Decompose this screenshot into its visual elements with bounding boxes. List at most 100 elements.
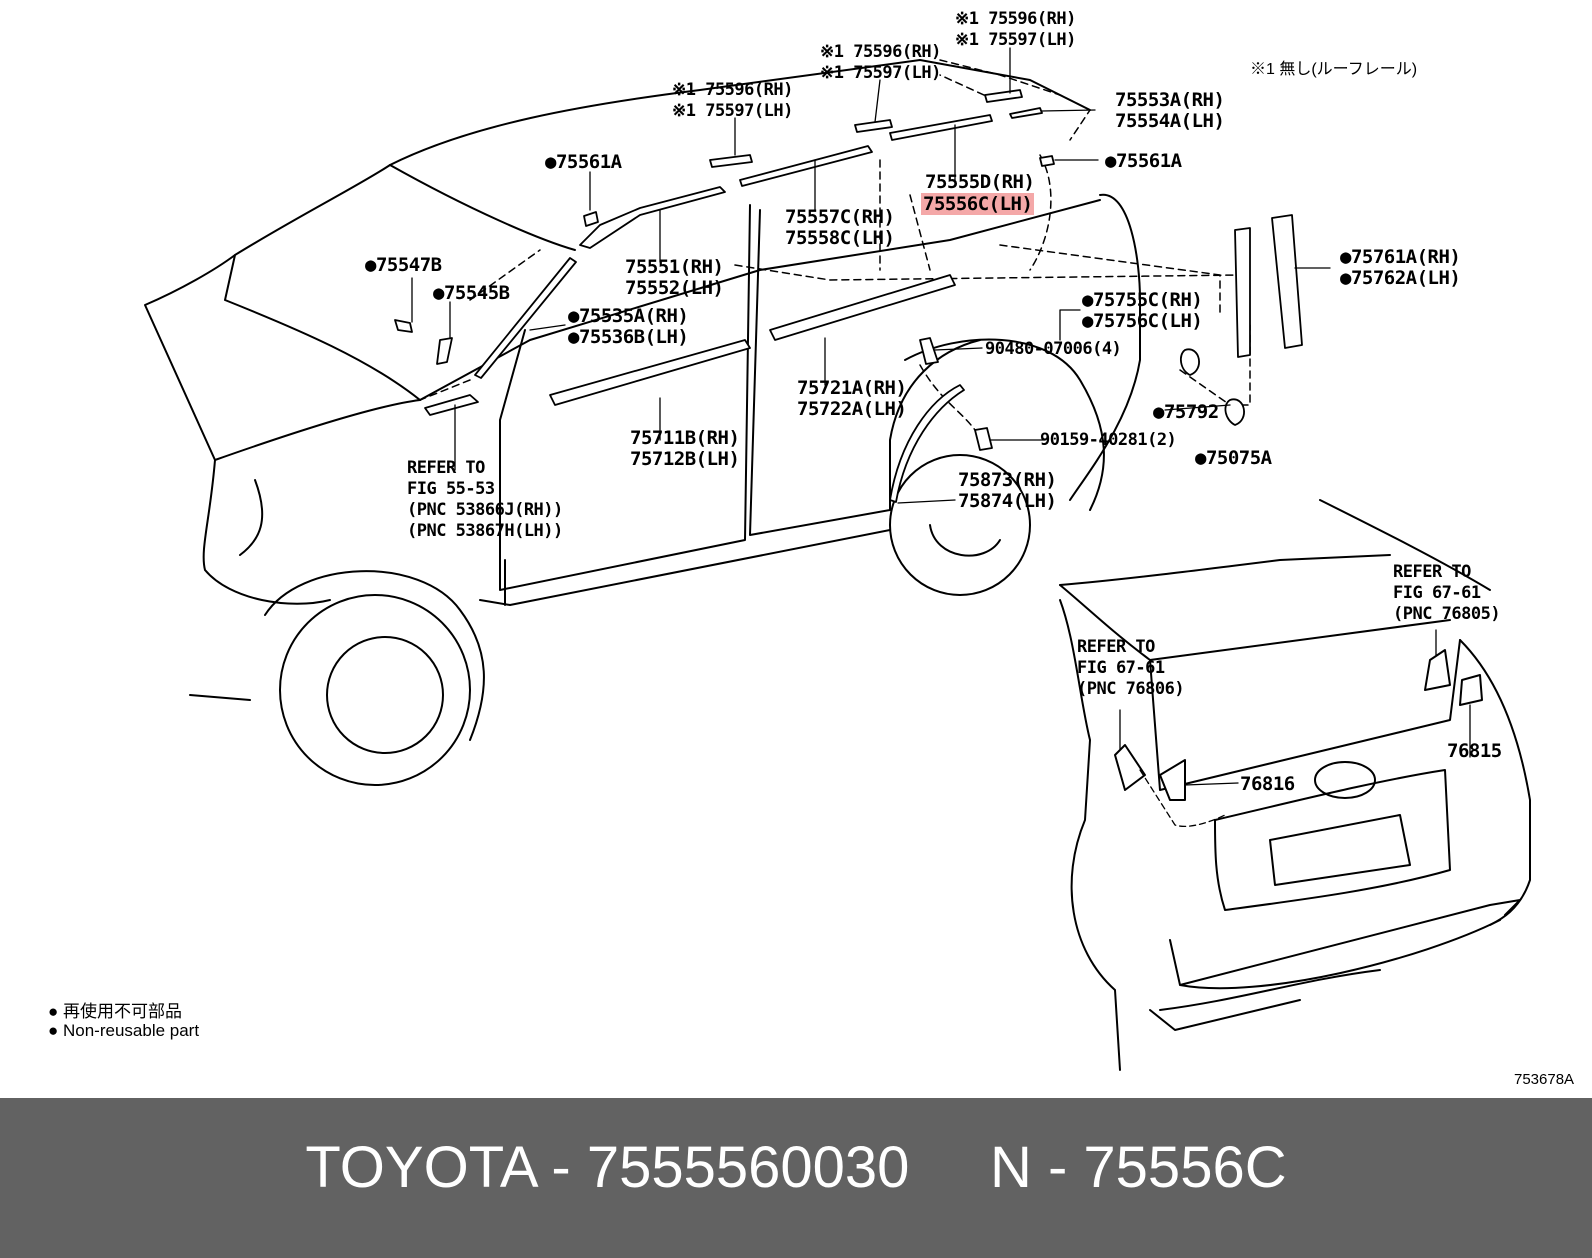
label-75554a: 75554A(LH): [1115, 110, 1225, 132]
rear-door: [749, 209, 981, 536]
dash-roof-1: [939, 59, 1091, 141]
part-76816-l: [1114, 744, 1146, 791]
label-75873: 75873(RH): [958, 469, 1057, 491]
label-75552: 75552(LH): [625, 277, 724, 299]
part-75762a: [1271, 214, 1303, 349]
dash-rear: [999, 244, 1221, 316]
label-75553a: 75553A(RH): [1115, 89, 1225, 111]
ref-front-line4: (PNC 53867H(LH)): [407, 521, 563, 541]
part-75547b: [394, 319, 413, 333]
label-75596-b: ※1 75596(RH): [820, 42, 941, 62]
label-75561a-right: ●75561A: [1105, 150, 1182, 172]
figure-code: 753678A: [1514, 1071, 1575, 1088]
part-76805: [1424, 649, 1451, 691]
label-75536b: ●75536B(LH): [568, 326, 689, 348]
dash-quarter: [1029, 154, 1052, 271]
part-76816-r: [1159, 759, 1186, 801]
label-75558c: 75558C(LH): [785, 227, 895, 249]
part-75596-1: [709, 154, 753, 168]
parts-diagram: [144, 47, 1531, 1071]
part-75761a: [1234, 227, 1251, 358]
dash-mid: [734, 264, 1241, 281]
ref-rear-right-line3: (PNC 76805): [1393, 604, 1501, 624]
ref-rear-left-line3: (PNC 76806): [1077, 679, 1185, 699]
front-wheel: [279, 594, 471, 786]
front-wheel-inner: [326, 636, 444, 754]
dash-bracket: [1179, 324, 1251, 406]
dash-wheel: [919, 364, 976, 431]
rear-wire: [1139, 769, 1226, 827]
part-75711b: [549, 339, 751, 406]
leader-75535: [529, 324, 566, 331]
label-75596-a: ※1 75596(RH): [955, 9, 1076, 29]
rear-hatch-glass: [1149, 639, 1461, 791]
ref-rear-left-line2: FIG 67-61: [1077, 658, 1165, 678]
part-75535a: [474, 257, 577, 379]
part-76815: [1459, 674, 1483, 706]
hood: [144, 254, 421, 461]
front-wheel-arch: [264, 570, 485, 741]
ref-front-line2: FIG 55-53: [407, 479, 495, 499]
label-76815: 76815: [1447, 740, 1502, 762]
label-75596-c: ※1 75596(RH): [672, 80, 793, 100]
part-75555d: [889, 114, 993, 141]
label-75557c: 75557C(RH): [785, 206, 895, 228]
ref-rear-right-line1: REFER TO: [1393, 562, 1471, 582]
part-75792: [1179, 348, 1200, 376]
roof-line-2: [389, 164, 576, 251]
part-90159: [974, 427, 993, 451]
windshield: [224, 164, 421, 401]
part-75873: [889, 384, 965, 503]
rear-hatch-top: [1059, 584, 1451, 661]
label-75762a: ●75762A(LH): [1340, 267, 1461, 289]
rear-quarter: [904, 338, 1105, 511]
leader-75792: [1164, 404, 1231, 411]
label-75597-a: ※1 75597(LH): [955, 30, 1076, 50]
label-75756c: ●75756C(LH): [1082, 310, 1203, 332]
rear-hatch-side-l: [1059, 599, 1121, 1071]
rear-wheel: [889, 454, 1031, 596]
label-75597-b: ※1 75597(LH): [820, 63, 941, 83]
c-pillar: [1069, 193, 1141, 501]
label-75755c: ●75755C(RH): [1082, 289, 1203, 311]
rear-emblem: [1314, 761, 1376, 799]
part-75553a: [1009, 107, 1043, 119]
label-75792: ●75792: [1153, 401, 1219, 423]
dash-roof-2: [939, 74, 996, 101]
leader-90480: [934, 347, 983, 351]
part-90480: [919, 337, 939, 365]
front-fender: [202, 459, 331, 605]
part-75721a: [769, 274, 956, 341]
label-75597-c: ※1 75597(LH): [672, 101, 793, 121]
rocker: [479, 529, 891, 606]
label-90480: 90480-07006(4): [985, 339, 1122, 359]
leader-76816: [1184, 782, 1239, 786]
legend-japanese: ● 再使用不可部品: [48, 1002, 182, 1021]
label-75547b: ●75547B: [365, 254, 442, 276]
leader-75596-b: [874, 79, 881, 123]
part-75557c: [739, 145, 873, 187]
ref-front-line3: (PNC 53866J(RH)): [407, 500, 563, 520]
label-75722a: 75722A(LH): [797, 398, 907, 420]
label-76816: 76816: [1240, 773, 1295, 795]
label-75545b: ●75545B: [433, 282, 510, 304]
part-75596-3: [984, 89, 1023, 103]
label-75535a: ●75535A(RH): [568, 305, 689, 327]
footer-bar: TOYOTA - 7555560030 N - 75556C: [0, 1098, 1592, 1258]
roof-outline: [389, 59, 1091, 166]
label-75874: 75874(LH): [958, 490, 1057, 512]
dash-door: [879, 159, 931, 271]
part-75545b: [436, 337, 453, 365]
legend-english: ● Non-reusable part: [48, 1021, 200, 1040]
front-door: [499, 204, 751, 591]
part-75551: [579, 186, 726, 249]
label-75551: 75551(RH): [625, 256, 724, 278]
highlighted-part-75556c: 75556C(LH): [921, 193, 1035, 215]
rear-bumper-lower: [1149, 999, 1301, 1031]
label-75721a: 75721A(RH): [797, 377, 907, 399]
part-75075a: [1224, 398, 1245, 426]
footer-part-number: TOYOTA - 7555560030 N - 75556C: [305, 1135, 1287, 1200]
leader-75873: [897, 499, 956, 504]
leader-75755: [1059, 309, 1081, 341]
front-bumper: [189, 479, 264, 701]
